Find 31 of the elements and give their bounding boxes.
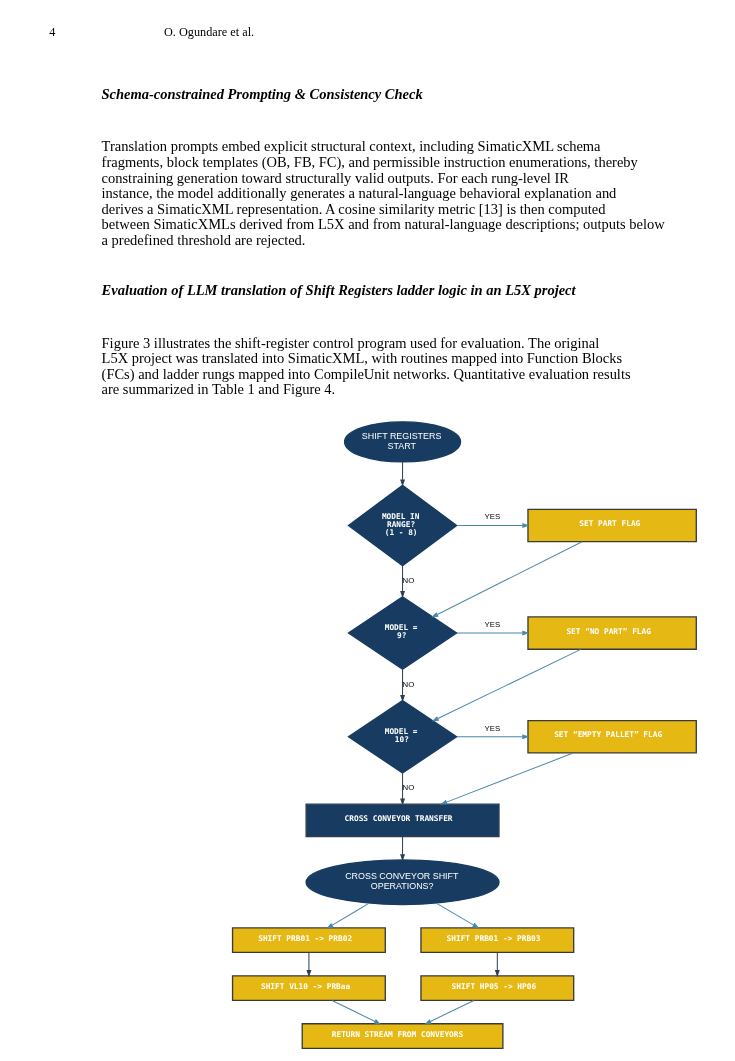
label: O. Ogundare et al. [163, 24, 254, 39]
arrow [456, 630, 528, 636]
arrow [399, 565, 405, 597]
arrow [399, 772, 405, 805]
arrow [331, 1000, 380, 1025]
arrow [326, 902, 369, 929]
arrow [440, 752, 574, 805]
arrow [306, 952, 311, 977]
arrow [431, 541, 583, 618]
node-ellipse: SHIFT REGISTERS START [343, 421, 461, 463]
label: 4 [48, 24, 55, 39]
edge-label: YES [483, 620, 500, 630]
edge-label: YES [483, 723, 500, 733]
edge-label: YES [483, 512, 500, 522]
label: Evaluation of LLM translation of Shift Registers ladder logic in an L5X project [101, 282, 576, 299]
arrow [424, 1000, 474, 1025]
node-ellipse: CROSS CONVEYOR SHIFT OPERATIONS? [304, 859, 500, 906]
edge-label: NO [402, 783, 414, 793]
arrow [456, 523, 528, 528]
arrow [399, 461, 405, 486]
label: Translation prompts embed explicit structural context, including SimaticXML schema fragments, block templates (OB, FB, FC), and permissible instruction enumerations, thereby constraining generation toward structurally valid outputs. For each rung-level IR instance, the model additionally generates a natural-language behavioral explanation and derives a SimaticXML representation. A cosine similarity metric [13] is then computed between SimaticXMLs derived from L5X and from natural-language descriptions; outputs below a predefined threshold are rejected. [101, 138, 665, 249]
label: Figure 3 illustrates the shift-register control program used for evaluation. The original L5X project was translated into SimaticXML, with routines mapped into Function Blocks (FCs) and ladder rungs mapped into CompileUnit networks. Quantitative evaluation results are summarized in Table 1 and Figure 4. [101, 334, 631, 398]
edge-label: NO [402, 576, 414, 585]
arrow [435, 902, 479, 929]
arrow [432, 648, 581, 722]
arrow [494, 952, 500, 977]
arrow [399, 668, 405, 701]
arrow [399, 836, 405, 861]
arrow [456, 734, 528, 739]
edge-label: NO [402, 679, 414, 689]
label: Schema-constrained Prompting & Consistency Check [101, 85, 423, 102]
